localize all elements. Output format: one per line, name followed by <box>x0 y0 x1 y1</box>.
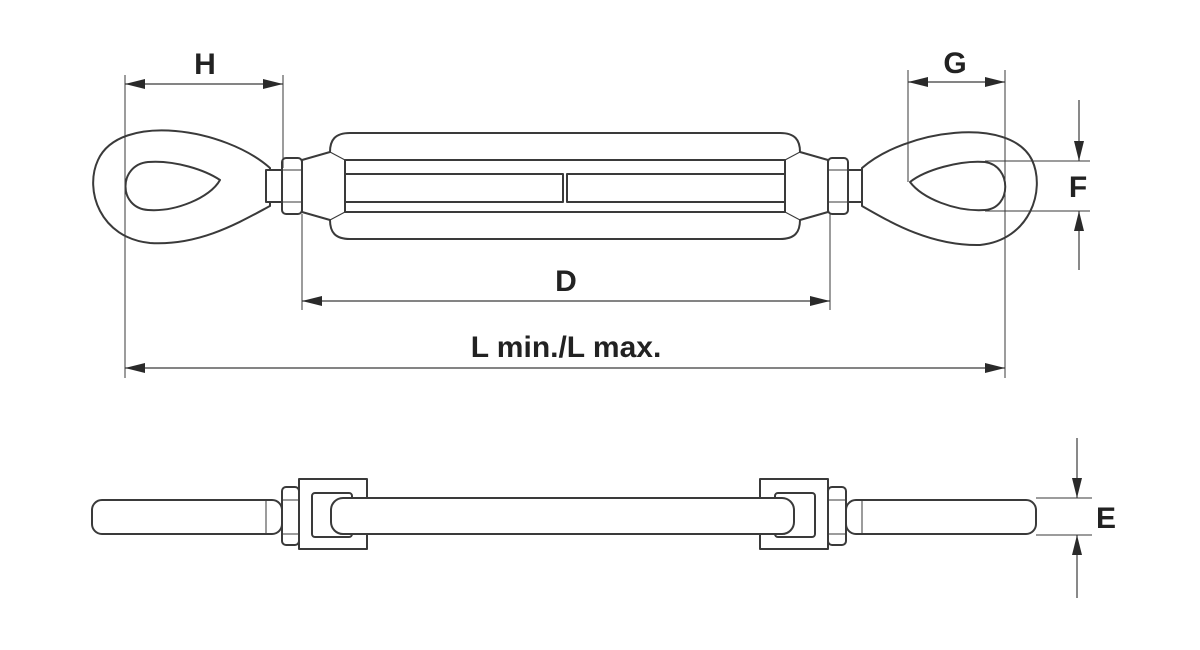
turnbuckle-body <box>301 132 829 240</box>
label-h: H <box>194 48 216 81</box>
dimension-d: D <box>301 214 831 310</box>
label-g: G <box>943 47 966 80</box>
top-view: H G F D L min./L max. <box>92 47 1090 378</box>
dimension-g: G <box>907 47 1006 378</box>
side-view: E <box>91 438 1116 598</box>
right-eye <box>847 131 1038 247</box>
body-bar <box>330 497 795 535</box>
left-shank <box>91 499 283 535</box>
left-nut <box>281 157 303 215</box>
dimension-e: E <box>1036 438 1116 598</box>
right-shank <box>845 499 1037 535</box>
dimension-l: L min./L max. <box>125 331 1005 373</box>
left-eye <box>92 129 284 245</box>
label-l: L min./L max. <box>471 331 662 364</box>
dimension-f: F <box>985 100 1090 270</box>
dimension-h: H <box>124 48 284 378</box>
label-f: F <box>1069 171 1087 204</box>
right-nut <box>827 157 849 215</box>
left-side-nut <box>281 486 300 546</box>
label-e: E <box>1096 502 1116 535</box>
label-d: D <box>555 265 577 298</box>
right-side-nut <box>827 486 847 546</box>
